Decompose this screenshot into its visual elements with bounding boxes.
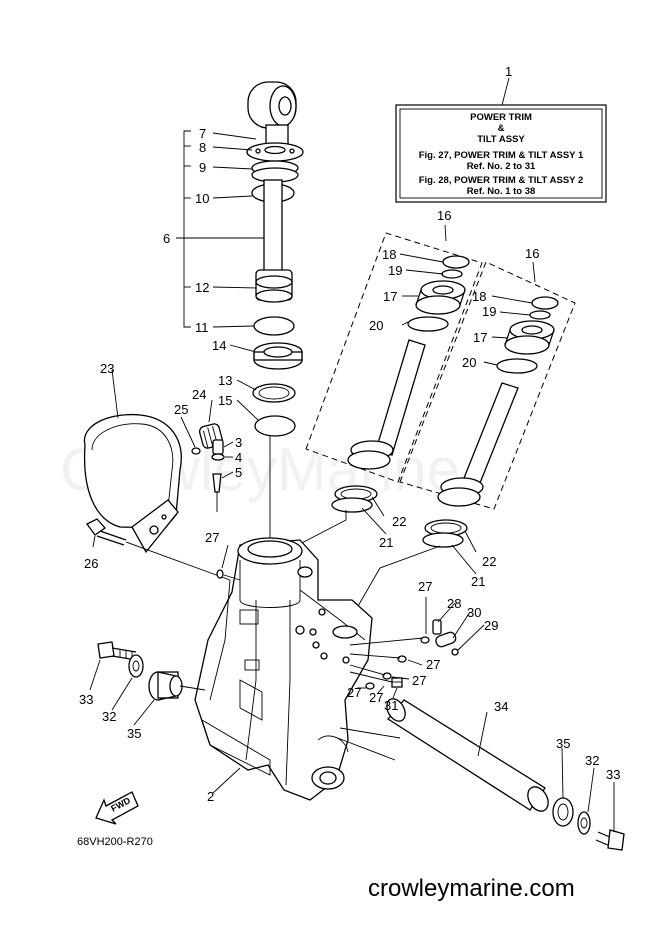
callout-1: 1 bbox=[505, 64, 512, 79]
tilt-rod-assembly bbox=[246, 81, 304, 336]
callout-15: 15 bbox=[218, 393, 232, 408]
bolt-33-left bbox=[97, 641, 137, 661]
callout-23: 23 bbox=[100, 361, 114, 376]
main-body bbox=[194, 537, 373, 801]
callout-7: 7 bbox=[199, 126, 206, 141]
callout-27b: 27 bbox=[418, 579, 432, 594]
trim-cylinder-1 bbox=[347, 255, 470, 470]
callout-4: 4 bbox=[235, 450, 242, 465]
callout-18b: 18 bbox=[472, 289, 486, 304]
callout-33b: 33 bbox=[606, 767, 620, 782]
small-parts-left bbox=[191, 423, 225, 512]
callout-31: 31 bbox=[384, 698, 398, 713]
callout-29: 29 bbox=[484, 618, 498, 633]
trim-cylinder-box-1 bbox=[305, 232, 483, 483]
site-url[interactable]: crowleymarine.com bbox=[368, 875, 575, 902]
bolt-33-right bbox=[595, 829, 625, 851]
callout-32b: 32 bbox=[585, 753, 599, 768]
valve-parts bbox=[432, 619, 459, 656]
callout-27c: 27 bbox=[426, 657, 440, 672]
title-box: POWER TRIM & TILT ASSY Fig. 27, POWER TR… bbox=[395, 104, 607, 203]
title-line-4: Fig. 27, POWER TRIM & TILT ASSY 1 bbox=[419, 150, 584, 161]
callout-labels: 1 2 3 4 5 6 7 8 9 10 11 12 13 14 15 16 1… bbox=[79, 64, 620, 804]
callout-22a: 22 bbox=[392, 514, 406, 529]
washer-32-left bbox=[128, 654, 144, 678]
callout-16b: 16 bbox=[525, 246, 539, 261]
leader-lines bbox=[89, 132, 536, 726]
callout-26: 26 bbox=[84, 556, 98, 571]
callout-6: 6 bbox=[163, 231, 170, 246]
title-line-3: TILT ASSY bbox=[477, 134, 525, 145]
callout-35b: 35 bbox=[556, 736, 570, 751]
callout-14: 14 bbox=[212, 338, 226, 353]
callout-5: 5 bbox=[235, 465, 242, 480]
callout-32a: 32 bbox=[102, 709, 116, 724]
fwd-arrow-icon: FWD bbox=[95, 791, 139, 825]
callout-22b: 22 bbox=[482, 554, 496, 569]
callout-28: 28 bbox=[447, 596, 461, 611]
callout-2: 2 bbox=[207, 789, 214, 804]
orings-27 bbox=[216, 569, 430, 690]
title-line-6: Fig. 28, POWER TRIM & TILT ASSY 2 bbox=[419, 175, 584, 186]
callout-19b: 19 bbox=[482, 304, 496, 319]
title-line-1: POWER TRIM bbox=[470, 112, 532, 123]
bushing-35-right bbox=[552, 797, 574, 827]
callout-20a: 20 bbox=[369, 318, 383, 333]
callout-8: 8 bbox=[199, 140, 206, 155]
title-line-7: Ref. No. 1 to 38 bbox=[467, 186, 536, 197]
callout-30: 30 bbox=[467, 605, 481, 620]
callout-20b: 20 bbox=[462, 355, 476, 370]
callout-21b: 21 bbox=[471, 574, 485, 589]
bolt-26 bbox=[86, 518, 127, 546]
callout-25: 25 bbox=[174, 402, 188, 417]
title-line-5: Ref. No. 2 to 31 bbox=[467, 161, 536, 172]
trim-cylinder-2 bbox=[437, 296, 559, 507]
plug-31 bbox=[391, 677, 403, 688]
callout-27f: 27 bbox=[369, 690, 383, 705]
diagram-code: 68VH200-R270 bbox=[77, 836, 153, 848]
callout-3: 3 bbox=[235, 435, 242, 450]
callout-34: 34 bbox=[494, 699, 508, 714]
tube-34 bbox=[386, 698, 549, 812]
callout-24: 24 bbox=[192, 387, 206, 402]
callout-27e: 27 bbox=[347, 685, 361, 700]
callout-21a: 21 bbox=[379, 535, 393, 550]
callout-27a: 27 bbox=[205, 530, 219, 545]
seal-stack bbox=[252, 342, 303, 437]
callout-9: 9 bbox=[199, 160, 206, 175]
callout-33a: 33 bbox=[79, 692, 93, 707]
callout-18a: 18 bbox=[382, 247, 396, 262]
callout-10: 10 bbox=[195, 191, 209, 206]
callout-12: 12 bbox=[195, 280, 209, 295]
callout-13: 13 bbox=[218, 373, 232, 388]
callout-17b: 17 bbox=[473, 330, 487, 345]
trim-cylinder-box-2 bbox=[399, 261, 576, 510]
bushing-35-left bbox=[148, 671, 183, 701]
callout-27d: 27 bbox=[412, 673, 426, 688]
washer-32-right bbox=[577, 811, 591, 835]
cover-23 bbox=[83, 413, 182, 554]
title-line-2: & bbox=[498, 123, 505, 134]
callout-16a: 16 bbox=[437, 208, 451, 223]
callout-17a: 17 bbox=[383, 289, 397, 304]
callout-35a: 35 bbox=[127, 726, 141, 741]
callout-11: 11 bbox=[195, 320, 209, 335]
callout-19a: 19 bbox=[388, 263, 402, 278]
